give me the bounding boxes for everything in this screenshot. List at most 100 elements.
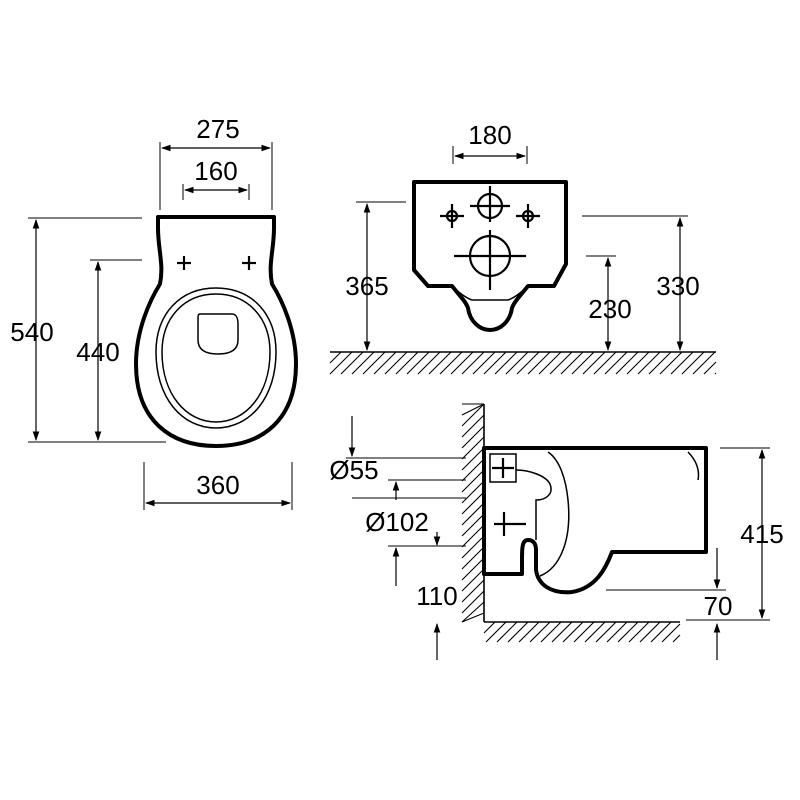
side-inlet-icon <box>492 458 514 478</box>
hatch-line <box>540 621 562 643</box>
hatch-line <box>639 621 661 643</box>
wall-hatch <box>461 403 485 623</box>
hatch-line <box>703 361 717 375</box>
hatch-line <box>461 557 485 581</box>
hatch-line <box>626 351 650 375</box>
hatch-line <box>485 621 507 643</box>
dim-bottom-width: 360 <box>196 470 239 500</box>
hatch-line <box>571 351 595 375</box>
hatch-line <box>496 621 518 643</box>
dim-side-inlet-diameter: Ø55 <box>329 455 378 485</box>
hatch-line <box>494 351 518 375</box>
dim-total-length: 540 <box>10 317 53 347</box>
dim-side-outlet-height: 110 <box>416 581 457 611</box>
floor-hatch-rear <box>329 351 717 375</box>
hatch-line <box>529 621 551 643</box>
hatch-line <box>714 372 717 375</box>
hatch-line <box>595 621 617 643</box>
hatch-line <box>472 351 496 375</box>
hatch-line <box>604 351 628 375</box>
bowl-outline-top-view <box>134 215 298 448</box>
hatch-line <box>538 351 562 375</box>
dim-top-width-inner: 160 <box>194 156 237 186</box>
hatch-line <box>615 351 639 375</box>
dim-rear-height-total: 365 <box>345 271 388 301</box>
hatch-line <box>659 351 683 375</box>
floor-hatch-side <box>483 621 681 643</box>
rear-fixing-right-icon <box>516 204 540 228</box>
bowl-inner-contour <box>539 451 570 577</box>
bowl-outline-side-view <box>482 446 708 595</box>
hatch-line <box>516 351 540 375</box>
hatch-line <box>681 351 705 375</box>
hatch-line <box>340 351 364 375</box>
hatch-line <box>573 621 595 643</box>
fixing-hole-left-icon <box>177 256 191 270</box>
hatch-line <box>461 491 485 515</box>
hatch-line <box>549 351 573 375</box>
hatch-line <box>461 535 485 559</box>
hatch-line <box>461 568 485 592</box>
hatch-line <box>593 351 617 375</box>
hatch-line <box>672 634 681 643</box>
dim-side-outlet-diameter: Ø102 <box>365 507 429 537</box>
hatch-line <box>692 351 716 375</box>
hatch-line <box>461 351 485 375</box>
hatch-line <box>507 621 529 643</box>
side-outlet-icon <box>494 512 526 536</box>
hatch-line <box>606 621 628 643</box>
hatch-line <box>373 351 397 375</box>
hatch-line <box>551 621 573 643</box>
hatch-line <box>650 621 672 643</box>
hatch-line <box>461 403 485 427</box>
dim-fixing-length: 440 <box>76 337 119 367</box>
hatch-line <box>628 621 650 643</box>
hatch-line <box>461 590 485 614</box>
hatch-line <box>329 351 342 364</box>
hatch-line <box>406 351 430 375</box>
bowl-outline-rear-view <box>412 180 568 332</box>
hatch-line <box>362 351 386 375</box>
hatch-line <box>461 502 485 526</box>
hatch-line <box>670 351 694 375</box>
hatch-line <box>461 458 485 482</box>
hatch-line <box>461 425 485 449</box>
hatch-line <box>461 612 485 623</box>
rear-top-inlet-icon <box>470 186 510 222</box>
bowl-opening <box>197 313 239 355</box>
rear-view: 180 365 230 330 <box>329 120 717 375</box>
hatch-line <box>417 351 441 375</box>
hatch-line <box>505 351 529 375</box>
hatch-line <box>560 351 584 375</box>
hatch-line <box>428 351 452 375</box>
dim-rear-height-right: 330 <box>656 271 699 301</box>
hatch-line <box>527 351 551 375</box>
hatch-line <box>461 414 485 438</box>
hatch-line <box>461 469 485 493</box>
dim-side-floor-gap: 70 <box>704 591 733 621</box>
hatch-line <box>584 621 606 643</box>
dim-rear-hole-spacing: 180 <box>468 120 511 150</box>
hatch-line <box>439 351 463 375</box>
seat-inner-rim <box>161 293 271 423</box>
rear-fixing-left-icon <box>440 204 464 228</box>
hatch-line <box>329 351 353 375</box>
hatch-line <box>384 351 408 375</box>
inlet-connector <box>489 453 517 483</box>
hatch-line <box>450 351 474 375</box>
dim-side-height: 415 <box>740 519 783 549</box>
hatch-line <box>461 524 485 548</box>
side-view: Ø55 Ø102 110 70 415 <box>329 403 784 660</box>
hatch-line <box>461 546 485 570</box>
hatch-line <box>461 579 485 603</box>
hatch-line <box>648 351 672 375</box>
trap-contour <box>515 469 552 540</box>
hatch-line <box>637 351 661 375</box>
rear-outlet-icon <box>454 230 526 290</box>
hatch-line <box>483 351 507 375</box>
hatch-line <box>461 447 485 471</box>
rear-outlet-inner <box>451 285 529 301</box>
top-view: 275 160 360 540 440 <box>10 114 298 510</box>
hatch-line <box>461 513 485 537</box>
